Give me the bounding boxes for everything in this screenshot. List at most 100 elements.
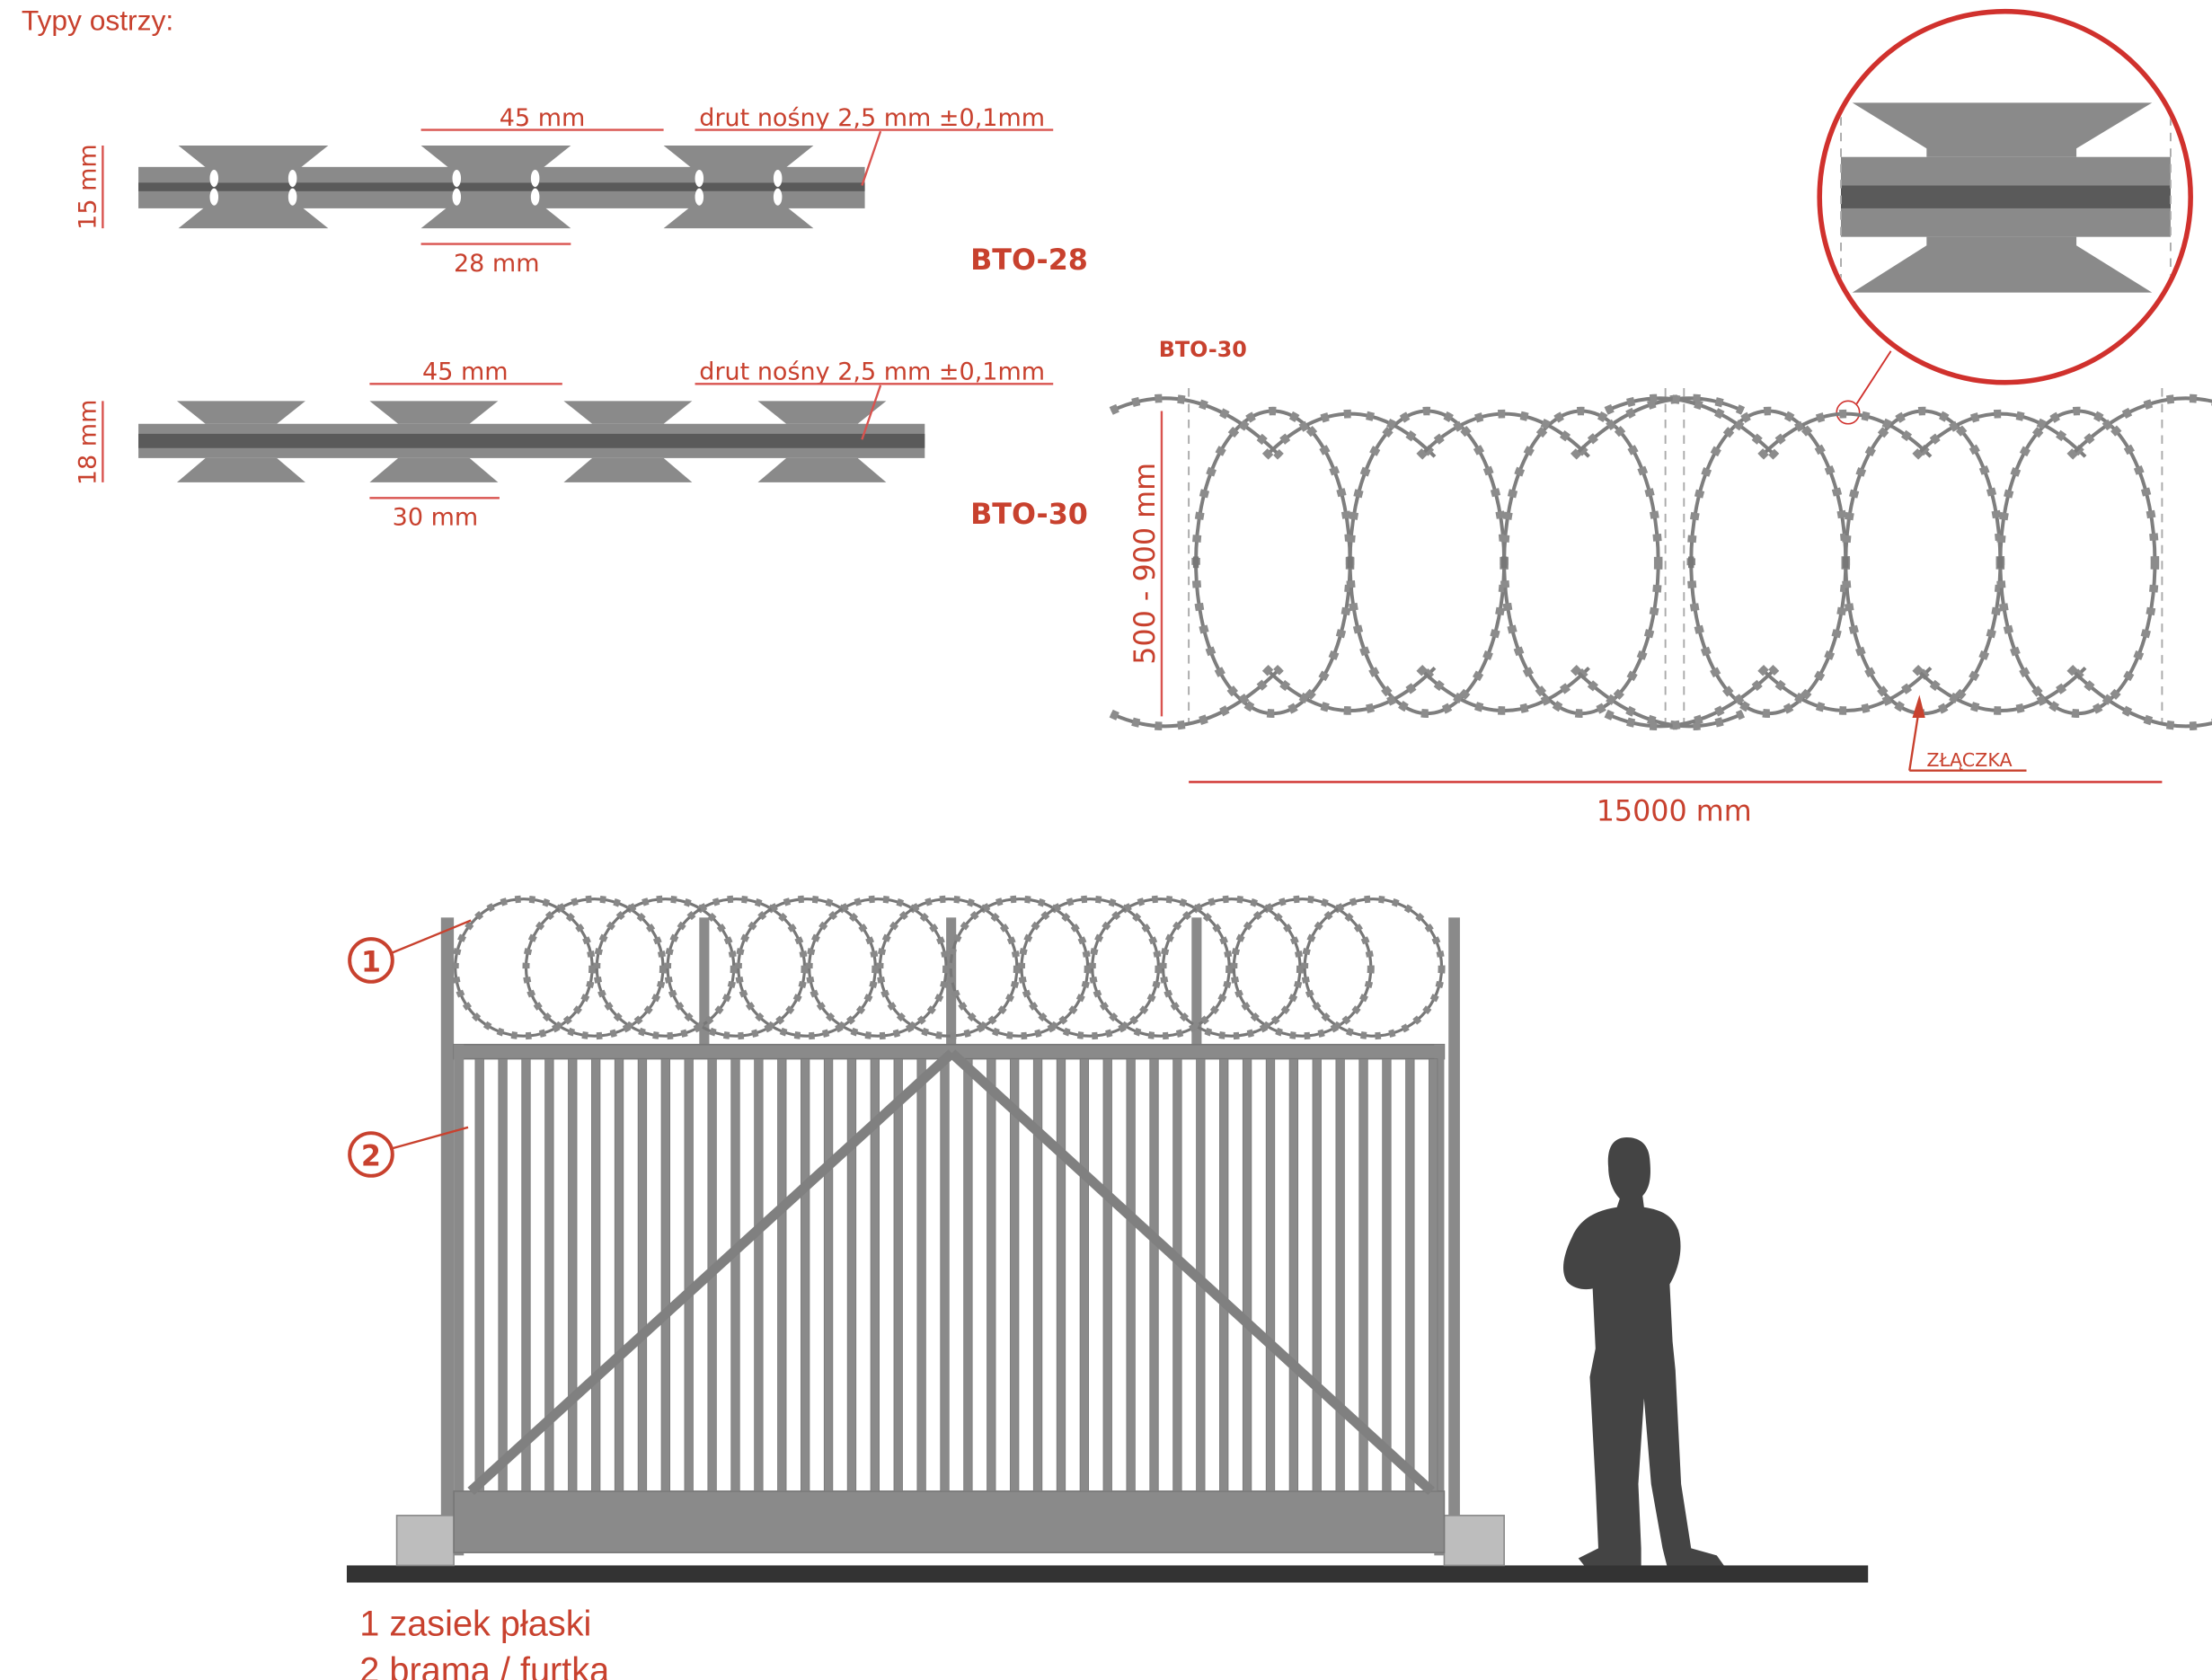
- razor-coil-barbs: [664, 895, 809, 1040]
- legend-item-1: 1 zasiek płaski: [359, 1604, 591, 1643]
- razor-coil-barbs: [1088, 895, 1234, 1040]
- razor-coil-barbs: [1301, 895, 1446, 1040]
- coil-loop: [1844, 409, 2003, 716]
- coil-support-post: [699, 917, 710, 1049]
- razor-coil-barbs: [451, 895, 597, 1040]
- blade-notch: [773, 188, 783, 206]
- razor-coil-barbs: [1230, 895, 1375, 1040]
- blade-notch: [530, 170, 540, 188]
- razor-coil-barbs: [734, 895, 880, 1040]
- magnifier-circle: [1817, 8, 2193, 385]
- concertina-coil: [1109, 388, 2212, 731]
- razor-coil-barbs: [1017, 895, 1163, 1040]
- blade-notch: [288, 170, 297, 188]
- marker-2: 2: [348, 1126, 469, 1178]
- coil-top-arc: [1416, 409, 1592, 460]
- gate-bar: [1126, 1058, 1136, 1492]
- gate-bar: [1358, 1058, 1368, 1492]
- bto28-blade-width: 28 mm: [454, 250, 540, 278]
- gate-bar: [474, 1058, 484, 1492]
- gate-bar: [893, 1058, 903, 1492]
- razor-coil-barbs: [805, 895, 951, 1040]
- blade-bottom: [757, 457, 887, 482]
- coil-bottom-arc: [1570, 665, 1746, 731]
- blade-bottom: [563, 457, 693, 482]
- coil-clip: [1500, 556, 1508, 569]
- coil-top-arc: [1604, 393, 1780, 460]
- gate-bar: [1149, 1058, 1159, 1492]
- connector-callout: ZŁĄCZKA: [1908, 694, 2027, 772]
- gate-bar: [590, 1058, 601, 1492]
- blade-notch: [530, 188, 540, 206]
- gate-bar: [1219, 1058, 1229, 1492]
- gate-bar: [1288, 1058, 1299, 1492]
- fence-post-right: [1448, 917, 1460, 1516]
- coil-clip: [1997, 556, 2004, 569]
- coil-top-arc: [2068, 396, 2212, 458]
- gate-bar: [684, 1058, 694, 1492]
- coil-top-arc: [1912, 409, 2089, 460]
- ground-line: [346, 1565, 1869, 1583]
- blade-top: [369, 401, 499, 424]
- bto30-wire-note: drut nośny 2,5 mm ±0,1mm: [699, 358, 1045, 386]
- blade-notch: [209, 170, 219, 188]
- coil-height-range: 500 - 900 mm: [1129, 463, 1162, 665]
- gate-bar: [1242, 1058, 1252, 1492]
- gate-bar: [1265, 1058, 1276, 1492]
- marker-2-number: 2: [361, 1141, 381, 1173]
- coil-support-post: [1191, 917, 1202, 1049]
- bto30-pitch: 45 mm: [422, 358, 509, 386]
- blade-top: [563, 401, 693, 424]
- coil-bottom-arc: [1261, 665, 1438, 715]
- gate-bar: [614, 1058, 624, 1492]
- gate-bar: [544, 1058, 554, 1492]
- gate-bar: [730, 1058, 740, 1492]
- coil-loop: [1998, 409, 2157, 716]
- blade-top: [176, 401, 305, 424]
- blade-notch: [695, 170, 704, 188]
- coil-clip: [1843, 556, 1849, 569]
- gate-bar: [1056, 1058, 1066, 1492]
- gate-bar: [963, 1058, 973, 1492]
- blade-notch: [452, 170, 462, 188]
- marker-1: 1: [348, 919, 472, 984]
- blade-bottom: [176, 457, 305, 482]
- gate-brace-left: [467, 1049, 956, 1495]
- magnified-blade-detail: [1817, 8, 2193, 425]
- coil-loop: [1689, 409, 1848, 716]
- coil-bottom-arc: [2068, 666, 2212, 729]
- gate-bar: [940, 1058, 950, 1492]
- coil-top-arc: [1757, 409, 1934, 460]
- gate-bar: [801, 1058, 810, 1492]
- blade-bottom: [369, 457, 499, 482]
- blade-notch: [452, 188, 462, 206]
- bto28-label: BTO-28: [970, 244, 1088, 277]
- razor-coil-barbs: [947, 895, 1092, 1040]
- coil-top-arc: [1109, 393, 1284, 460]
- gate-bar: [823, 1058, 834, 1492]
- gate: [453, 1043, 1446, 1556]
- bto30-wire-leader: [861, 385, 882, 440]
- gate-bar: [777, 1058, 787, 1492]
- post-footing-left: [395, 1515, 455, 1567]
- razor-coil-barbs: [522, 895, 667, 1040]
- bto30-blade-strip: [138, 401, 925, 482]
- gate-bar: [1382, 1058, 1392, 1492]
- gate-bar: [637, 1058, 648, 1492]
- gate-bar: [498, 1058, 508, 1492]
- gate-bar: [1102, 1058, 1112, 1492]
- gate-bar: [870, 1058, 880, 1492]
- gate-bar: [1032, 1058, 1043, 1492]
- blade-notch: [288, 188, 297, 206]
- gate-bar: [1335, 1058, 1345, 1492]
- coil-bottom-arc: [1416, 665, 1592, 715]
- gate-bar: [1079, 1058, 1090, 1492]
- coil-top-arc: [1570, 393, 1746, 460]
- coil-bottom-arc: [1110, 666, 1282, 729]
- razor-coil-barbs: [876, 895, 1021, 1040]
- coil-bottom-arc: [1604, 665, 1780, 731]
- coil-loop: [1194, 409, 1352, 716]
- gate-bar: [660, 1058, 670, 1492]
- gate-bar: [846, 1058, 857, 1492]
- blade-top: [757, 401, 887, 424]
